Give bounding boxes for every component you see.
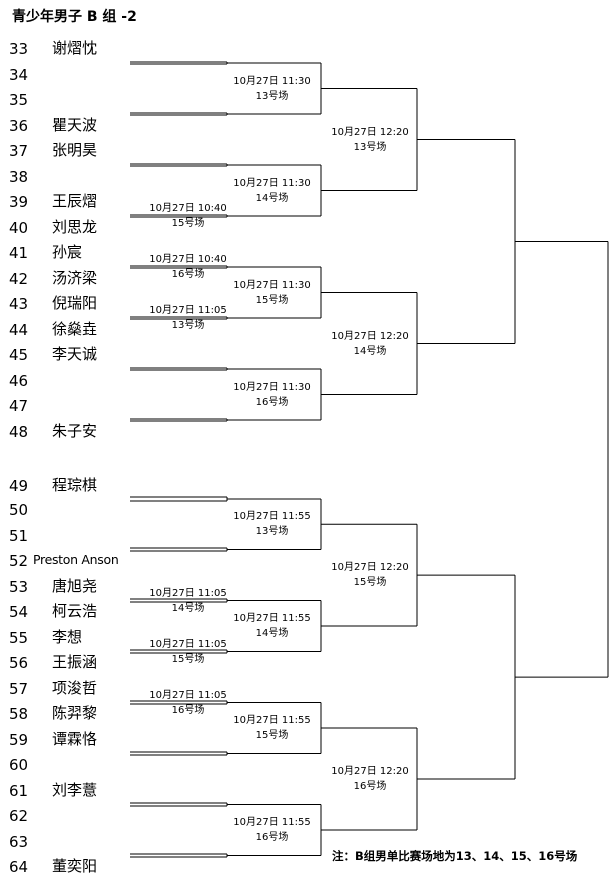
seed-number: 33 — [9, 40, 29, 58]
seed-number: 47 — [9, 397, 29, 415]
seed-number: 50 — [9, 501, 29, 519]
player-name: 朱子安 — [52, 422, 98, 440]
match-court: 16号场 — [353, 781, 387, 792]
match-time: 10月27日 11:05 — [149, 689, 227, 701]
match-time: 10月27日 11:55 — [233, 511, 311, 523]
player-name: 张明昊 — [52, 141, 98, 159]
seed-number: 54 — [9, 603, 29, 621]
match-court: 16号场 — [171, 269, 205, 280]
seed-number: 35 — [9, 91, 29, 109]
player-name: 柯云浩 — [52, 602, 98, 620]
seed-number: 58 — [9, 705, 29, 723]
player-name: 董奕阳 — [52, 857, 98, 875]
player-name: 谢熠忱 — [52, 39, 98, 57]
seed-number: 40 — [9, 219, 29, 237]
player-name: 刘李薏 — [52, 781, 98, 799]
match-court: 15号场 — [255, 294, 289, 306]
seed-number: 49 — [9, 477, 29, 495]
player-name: 汤济梁 — [52, 269, 98, 287]
seed-number: 37 — [9, 142, 29, 160]
match-court: 13号场 — [353, 141, 387, 153]
venue-note: 注：B组男单比赛场地为13、14、15、16号场 — [332, 849, 578, 863]
match-court: 16号场 — [255, 396, 289, 408]
seed-number: 51 — [9, 527, 29, 545]
seed-number: 56 — [9, 654, 29, 672]
seed-number: 52 — [9, 552, 29, 570]
match-time: 10月27日 11:05 — [149, 305, 227, 316]
match-time: 10月27日 11:05 — [149, 638, 227, 650]
seed-number: 39 — [9, 193, 29, 211]
seed-number: 45 — [9, 346, 29, 364]
seed-number: 41 — [9, 244, 29, 262]
match-time: 10月27日 10:40 — [149, 254, 227, 265]
player-name: Preston Anson — [33, 552, 119, 567]
player-name: 谭霖恪 — [52, 730, 98, 748]
player-name: 李天诚 — [52, 345, 98, 363]
match-time: 10月27日 12:20 — [331, 126, 409, 138]
seed-number: 38 — [9, 168, 29, 186]
match-time: 10月27日 12:20 — [331, 562, 409, 574]
match-court: 14号场 — [255, 192, 289, 204]
match-court: 15号场 — [171, 218, 205, 229]
match-time: 10月27日 11:30 — [233, 381, 311, 393]
player-name: 项浚哲 — [52, 679, 98, 697]
seed-number: 57 — [9, 680, 29, 698]
match-time: 10月27日 11:55 — [233, 817, 311, 828]
seed-number: 59 — [9, 731, 29, 749]
match-time: 10月27日 11:55 — [233, 613, 311, 624]
match-court: 13号场 — [255, 526, 289, 538]
match-court: 16号场 — [255, 832, 289, 843]
match-time: 10月27日 12:20 — [331, 766, 409, 777]
player-name: 陈羿黎 — [52, 704, 98, 722]
page-title: 青少年男子 B 组 -2 — [12, 9, 137, 25]
match-court: 13号场 — [255, 90, 289, 102]
match-court: 16号场 — [171, 704, 205, 716]
player-name: 徐燊垚 — [52, 320, 98, 338]
seed-number: 61 — [9, 782, 29, 800]
seed-number: 60 — [9, 756, 29, 774]
match-court: 14号场 — [255, 628, 289, 639]
seed-number: 42 — [9, 270, 29, 288]
player-name: 王振涵 — [52, 653, 98, 671]
match-time: 10月27日 11:05 — [149, 587, 227, 599]
player-name: 李想 — [52, 628, 83, 646]
player-name: 唐旭尧 — [52, 577, 98, 595]
player-name: 瞿天波 — [52, 116, 98, 134]
player-name: 程琮棋 — [52, 476, 98, 494]
seed-number: 48 — [9, 423, 29, 441]
match-court: 14号场 — [353, 345, 387, 357]
match-time: 10月27日 11:30 — [233, 177, 311, 189]
match-court: 15号场 — [255, 730, 289, 741]
player-name: 孙宸 — [52, 243, 83, 261]
seed-number: 53 — [9, 578, 29, 596]
match-time: 10月27日 10:40 — [149, 203, 227, 214]
seed-number: 36 — [9, 117, 29, 135]
match-court: 15号场 — [171, 653, 205, 665]
seed-number: 43 — [9, 295, 29, 313]
match-time: 10月27日 11:30 — [233, 279, 311, 291]
seed-number: 46 — [9, 372, 29, 390]
match-court: 15号场 — [353, 577, 387, 589]
player-name: 倪瑞阳 — [52, 294, 98, 312]
seed-number: 63 — [9, 833, 29, 851]
match-court: 13号场 — [171, 320, 205, 331]
seed-number: 34 — [9, 66, 29, 84]
match-time: 10月27日 12:20 — [331, 330, 409, 342]
seed-number: 64 — [9, 858, 29, 876]
seed-number: 44 — [9, 321, 29, 339]
match-time: 10月27日 11:30 — [233, 75, 311, 87]
seed-number: 55 — [9, 629, 29, 647]
player-name: 王辰熠 — [52, 192, 98, 210]
match-court: 14号场 — [171, 602, 205, 614]
match-time: 10月27日 11:55 — [233, 715, 311, 726]
player-name: 刘思龙 — [52, 218, 98, 236]
seed-number: 62 — [9, 807, 29, 825]
